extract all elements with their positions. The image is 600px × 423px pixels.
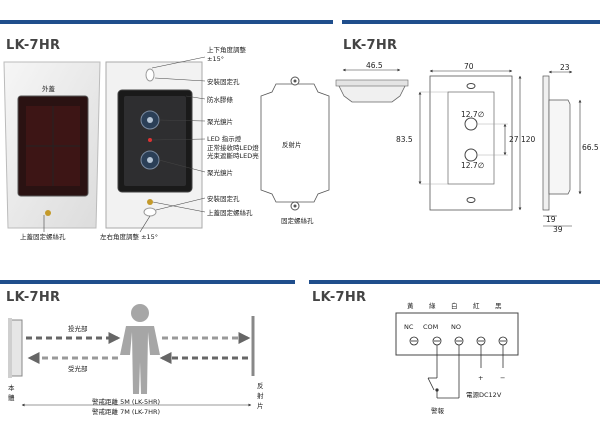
- ud-angle-label-2: ±15°: [207, 55, 224, 63]
- dim-lens-dia-1: 12.7∅: [461, 110, 484, 119]
- reflector-screw-label: 固定螺絲孔: [281, 216, 314, 225]
- panel-title-dimensions: LK-7HR: [343, 38, 398, 53]
- panel-title-wiring: LK-7HR: [312, 290, 367, 305]
- wire-color-5: 黑: [495, 302, 502, 310]
- lens-top-label: 聚光鏡片: [207, 117, 233, 126]
- lr-angle-label: 左右角度調整 ±15°: [100, 232, 158, 241]
- range-label-2: 警戒距離 7M (LK-7HR): [92, 407, 160, 416]
- led-label-2: 正常接收時LED燈: [207, 143, 259, 152]
- ud-angle-label-1: 上下角度調整: [207, 45, 247, 54]
- callout-lines: [151, 56, 206, 213]
- dim-total-height: 120: [521, 135, 536, 144]
- detection-diagram: 投光部 受光部 本 體 反 射 片 警戒距離 5M (LK-5HR) 警戒距離 …: [8, 304, 264, 416]
- led-icon: [148, 138, 152, 142]
- terminal-nc: NC: [404, 323, 414, 331]
- header-bar-top-left: [0, 20, 333, 24]
- top-view: 46.5: [335, 61, 409, 103]
- cover-label: 外蓋: [42, 84, 56, 93]
- body-char-2: 體: [8, 393, 15, 402]
- panel-title-product: LK-7HR: [6, 38, 61, 53]
- header-bar-bottom-left: [0, 280, 295, 284]
- dim-bottom-2: 39: [553, 225, 563, 234]
- power-label: 電源DC12V: [466, 390, 502, 399]
- top-screw-hole-label: 上蓋固定螺絲孔: [20, 232, 66, 241]
- product-inner-view: [105, 61, 203, 229]
- header-bar-bottom-right: [309, 280, 600, 284]
- dim-lens-gap: 27: [509, 135, 519, 144]
- mount-hole-bottom-label: 安裝固定孔: [207, 194, 240, 203]
- plus-label: +: [478, 374, 483, 382]
- dim-bottom-1: 19: [546, 215, 556, 224]
- lens-dim-icon-1: [464, 117, 478, 131]
- mount-hole-top-label: 安裝固定孔: [207, 77, 240, 86]
- reflector-char-3: 片: [257, 401, 264, 410]
- minus-label: −: [500, 374, 505, 382]
- dim-inner-height: 83.5: [396, 135, 413, 144]
- terminal-com: COM: [423, 323, 438, 331]
- header-bar-top-right: [342, 20, 600, 24]
- receive-beam-label: 受光部: [68, 364, 88, 373]
- wiring-diagram: 黃 綠 白 紅 黑 NC COM NO +: [395, 301, 519, 415]
- front-view: 12.7∅ 12.7∅ 70 83.5 27 120: [396, 62, 536, 211]
- emit-beam-label: 投光部: [68, 324, 88, 333]
- lens-dim-icon-2: [464, 148, 478, 162]
- dim-side-width: 23: [560, 63, 570, 72]
- led-label-1: LED 指示燈: [207, 134, 242, 143]
- person-icon: [131, 304, 149, 322]
- side-view: 23 66.5 19 39: [542, 63, 599, 234]
- wire-color-1: 黃: [407, 301, 414, 310]
- led-label-3: 光束遮斷時LED亮: [207, 151, 259, 160]
- top-screw-hole-right-label: 上蓋固定螺絲孔: [207, 208, 253, 217]
- dim-face-width: 70: [464, 62, 474, 71]
- panel-title-detection: LK-7HR: [6, 290, 61, 305]
- alarm-label: 警報: [431, 406, 445, 415]
- waterproof-label: 防水膠條: [207, 95, 234, 104]
- reflector-char-2: 射: [257, 391, 264, 400]
- product-cover-view: 外蓋: [3, 61, 101, 229]
- terminal-no: NO: [451, 323, 461, 331]
- reflector-char-1: 反: [257, 381, 264, 390]
- dim-lens-dia-2: 12.7∅: [461, 161, 484, 170]
- dim-top-width: 46.5: [366, 61, 383, 70]
- lens-bottom-label: 聚光鏡片: [207, 168, 233, 177]
- dim-side-height: 66.5: [582, 143, 599, 152]
- reflector-label: 反射片: [282, 140, 302, 149]
- body-char-1: 本: [8, 383, 15, 392]
- wire-color-4: 紅: [473, 301, 480, 310]
- reflector-view: 反射片 固定螺絲孔: [260, 76, 330, 225]
- wire-color-2: 綠: [429, 301, 436, 310]
- screw-hole-icon: [45, 210, 51, 216]
- wire-color-3: 白: [451, 301, 458, 310]
- range-label-1: 警戒距離 5M (LK-5HR): [92, 397, 160, 406]
